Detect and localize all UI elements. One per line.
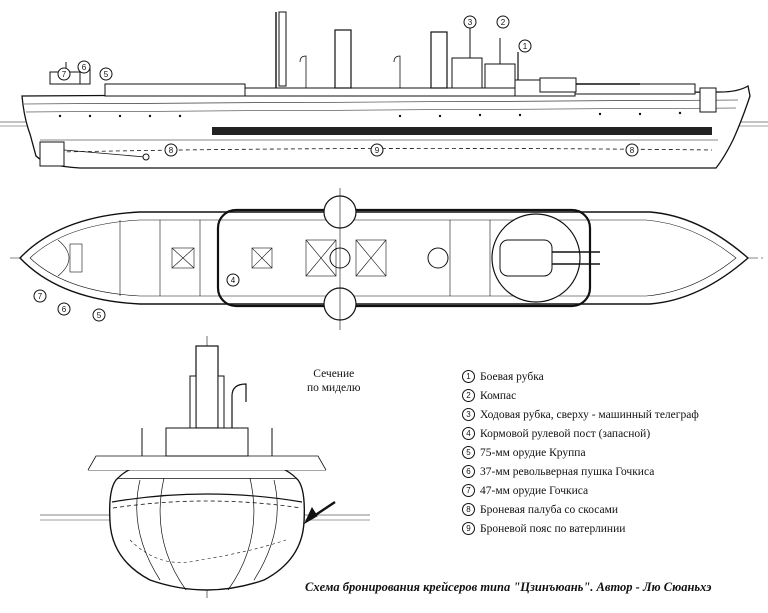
legend-number-icon: 7 [462,484,475,497]
legend-text: Броневой пояс по ватерлинии [480,522,626,535]
legend-text: Кормовой рулевой пост (запасной) [480,427,651,440]
legend-item: 2 Компас [462,386,699,405]
legend-text: 37-мм револьверная пушка Гочкиса [480,465,655,478]
cross-section-label-line1: Сечение [313,368,355,380]
legend-number-icon: 8 [462,503,475,516]
legend-item: 5 75-мм орудие Круппа [462,443,699,462]
legend-text: 47-мм орудие Гочкиса [480,484,589,497]
profile-callout-2: 2 [501,18,506,27]
legend: 1 Боевая рубка 2 Компас 3 Ходовая рубка, св… [462,367,699,538]
legend-text: Компас [480,389,517,402]
legend-text: 75-мм орудие Круппа [480,446,586,459]
armor-deck-line [59,148,713,153]
plan-callout-5: 5 [97,311,102,320]
legend-text: Ходовая рубка, сверху - машинный телегра… [480,408,699,421]
cross-section-label: Сечение по миделю [307,367,361,395]
cross-section-label-line2: по миделю [307,382,361,394]
legend-item: 8 Броневая палуба со скосами [462,500,699,519]
legend-item: 7 47-мм орудие Гочкиса [462,481,699,500]
ship-plan-view [10,188,765,330]
profile-callout-1: 1 [523,42,528,51]
legend-text: Броневая палуба со скосами [480,503,619,516]
plan-callout-6: 6 [62,305,67,314]
legend-number-icon: 4 [462,427,475,440]
profile-callout-8b: 8 [630,146,635,155]
legend-number-icon: 5 [462,446,475,459]
legend-number-icon: 2 [462,389,475,402]
midship-cross-section [40,336,370,600]
legend-number-icon: 1 [462,370,475,383]
plan-callout-4: 4 [231,276,236,285]
legend-item: 3 Ходовая рубка, сверху - машинный телегр… [462,405,699,424]
profile-callouts: 7 6 5 3 2 1 8 9 8 [57,15,639,157]
legend-text: Боевая рубка [480,370,544,383]
legend-item: 9 Броневой пояс по ватерлинии [462,519,699,538]
legend-number-icon: 9 [462,522,475,535]
profile-callout-8a: 8 [169,146,174,155]
figure-caption: Схема бронирования крейсеров типа "Цзинъ… [305,580,712,594]
plan-callouts: 4 7 6 5 [33,273,240,322]
profile-callout-5: 5 [104,70,109,79]
legend-item: 6 37-мм револьверная пушка Гочкиса [462,462,699,481]
profile-callout-6: 6 [82,63,87,72]
profile-callout-3: 3 [468,18,473,27]
legend-number-icon: 6 [462,465,475,478]
profile-callout-9: 9 [375,146,380,155]
legend-item: 4 Кормовой рулевой пост (запасной) [462,424,699,443]
legend-item: 1 Боевая рубка [462,367,699,386]
plan-callout-7: 7 [38,292,43,301]
profile-callout-7: 7 [62,70,67,79]
legend-number-icon: 3 [462,408,475,421]
armor-belt [212,127,712,135]
ship-side-profile [0,11,768,169]
